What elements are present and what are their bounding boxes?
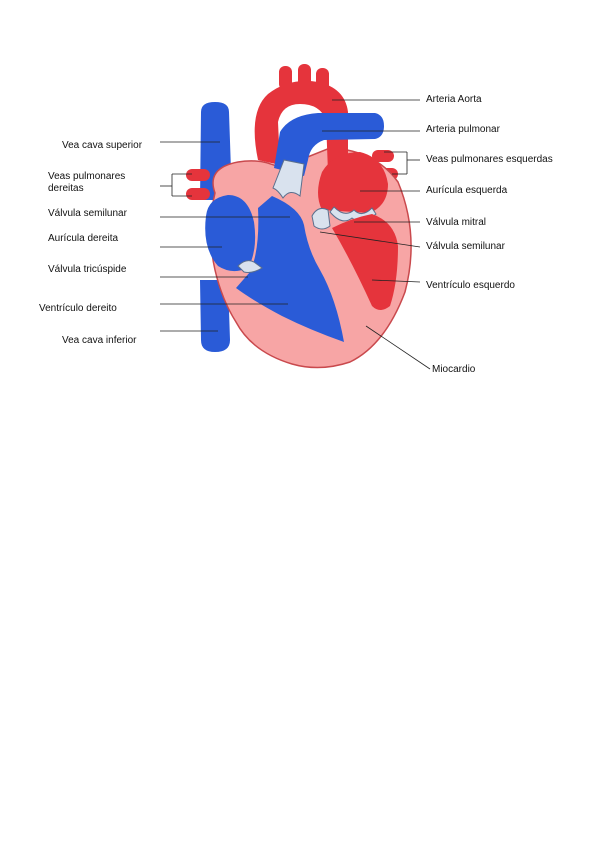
right-ventricle-chamber xyxy=(236,196,344,342)
label-veas-pulmonares-esquerdas: Veas pulmonares esquerdas xyxy=(426,154,553,165)
label-miocardio: Miocardio xyxy=(432,364,476,375)
label-valvula-semilunar-left: Válvula semilunar xyxy=(48,208,127,219)
leader-valvula-semilunar-right xyxy=(319,231,421,248)
inferior-vena-cava xyxy=(200,280,230,352)
label-valvula-semilunar-right: Válvula semilunar xyxy=(426,241,505,252)
right-atrium-chamber xyxy=(205,195,256,272)
leader-ventriculo-esquerdo xyxy=(371,279,421,283)
label-valvula-mitral: Válvula mitral xyxy=(426,217,487,228)
right-pulmonary-vein-upper xyxy=(186,169,210,181)
leader-miocardio xyxy=(365,325,431,370)
label-arteria-aorta: Arteria Aorta xyxy=(426,94,482,105)
pulmonary-artery xyxy=(274,113,384,176)
pulmonary-valve xyxy=(272,159,305,199)
label-vea-cava-inferior: Vea cava inferior xyxy=(62,335,137,346)
right-pulmonary-vein-lower xyxy=(186,188,210,200)
aorta-branch-1 xyxy=(279,66,292,90)
aorta-branch-3 xyxy=(316,68,329,92)
label-vea-cava-superior: Vea cava superior xyxy=(62,140,143,151)
label-ventriculo-dereito: Ventrículo dereito xyxy=(39,303,117,314)
left-pulmonary-vein-upper xyxy=(372,150,394,162)
left-ventricle-chamber xyxy=(332,214,398,310)
label-arteria-pulmonar: Arteria pulmonar xyxy=(426,124,500,135)
label-auricula-esquerda: Aurícula esquerda xyxy=(426,185,508,196)
left-atrium-chamber xyxy=(318,152,388,213)
tricuspid-valve xyxy=(237,260,263,273)
label-valvula-tricuspide: Válvula tricúspide xyxy=(48,264,127,275)
aortic-valve xyxy=(311,208,331,230)
label-veas-pulmonares-dereitas: Veas pulmonares dereitas xyxy=(48,171,126,194)
label-ventriculo-esquerdo: Ventrículo esquerdo xyxy=(426,280,515,291)
aorta-branch-2 xyxy=(298,64,311,88)
label-auricula-dereita: Aurícula dereita xyxy=(48,233,119,244)
